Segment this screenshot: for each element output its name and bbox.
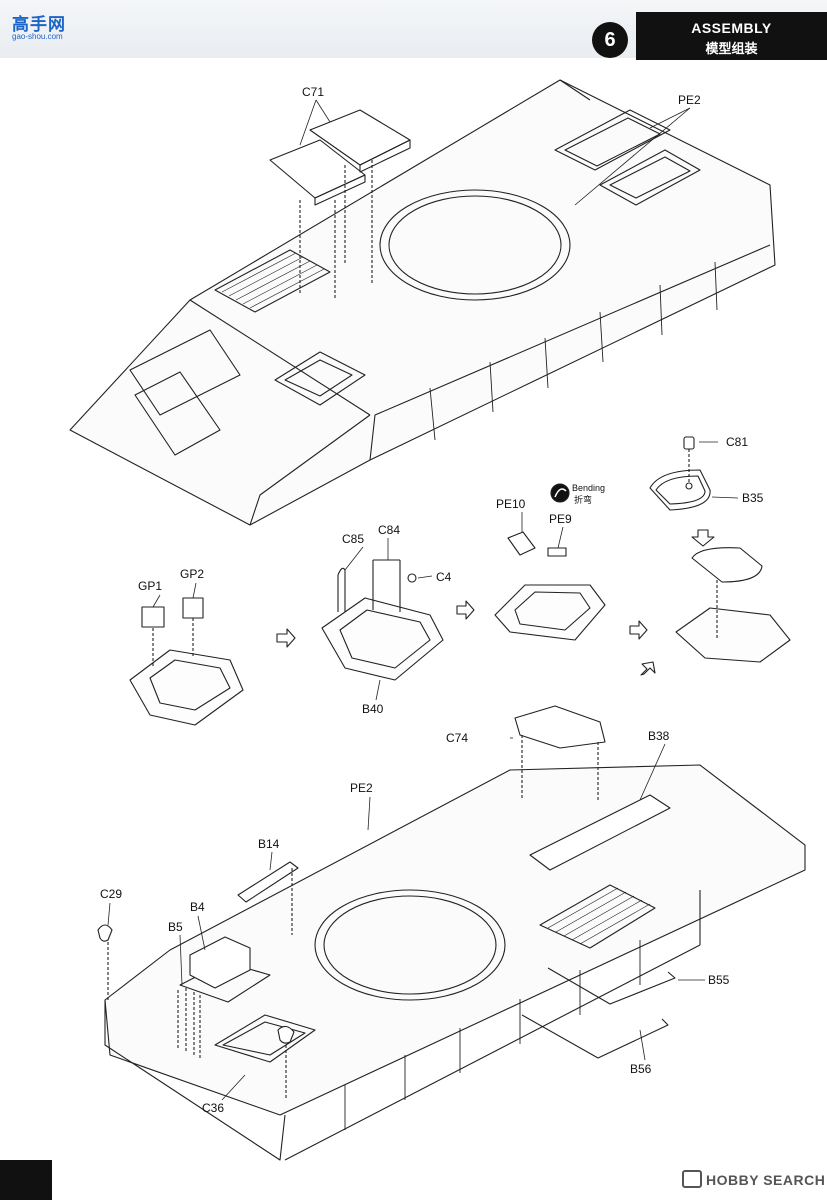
hobby-search-logo-icon bbox=[682, 1170, 702, 1188]
label-pe2-bottom: PE2 bbox=[350, 781, 373, 795]
step-title-zh: 模型组装 bbox=[705, 42, 758, 57]
logo-title: 高手网 bbox=[12, 15, 66, 35]
bending-icon bbox=[550, 483, 570, 503]
b40-subassembly bbox=[321, 538, 444, 701]
label-pe2-top: PE2 bbox=[678, 93, 701, 107]
b35-subassembly bbox=[649, 436, 791, 663]
arrow-right-icon bbox=[276, 628, 296, 648]
label-pe9: PE9 bbox=[549, 512, 572, 526]
label-c84: C84 bbox=[378, 523, 400, 537]
label-b14: B14 bbox=[258, 837, 280, 851]
label-b4: B4 bbox=[190, 900, 205, 914]
label-b55: B55 bbox=[708, 973, 730, 987]
label-c29: C29 bbox=[100, 887, 122, 901]
label-c74: C74 bbox=[446, 731, 468, 745]
top-hull-drawing bbox=[69, 79, 776, 526]
label-gp1: GP1 bbox=[138, 579, 162, 593]
label-b40: B40 bbox=[362, 702, 384, 716]
step-number-badge: 6 bbox=[592, 22, 628, 58]
logo-subtitle: gao-shou.com bbox=[12, 32, 63, 41]
label-c71: C71 bbox=[302, 85, 324, 99]
arrow-down-left-icon bbox=[640, 661, 656, 676]
bottom-hull-drawing bbox=[97, 705, 806, 1161]
label-c36: C36 bbox=[202, 1101, 224, 1115]
arrow-down-icon bbox=[691, 529, 715, 547]
gp-subassembly bbox=[129, 582, 244, 726]
label-b5: B5 bbox=[168, 920, 183, 934]
page-corner-block bbox=[0, 1160, 52, 1200]
label-c4: C4 bbox=[436, 570, 452, 584]
label-b56: B56 bbox=[630, 1062, 652, 1076]
label-gp2: GP2 bbox=[180, 567, 204, 581]
watermark: HOBBY SEARCH bbox=[682, 1170, 825, 1188]
label-b35: B35 bbox=[742, 491, 764, 505]
label-c85: C85 bbox=[342, 532, 364, 546]
pe-subassembly bbox=[494, 512, 606, 641]
arrow-right-icon bbox=[456, 600, 475, 620]
label-pe10: PE10 bbox=[496, 497, 526, 511]
bending-label-en: Bending bbox=[572, 483, 605, 493]
label-c81: C81 bbox=[726, 435, 748, 449]
label-b38: B38 bbox=[648, 729, 670, 743]
site-logo: 高手网 gao-shou.com bbox=[6, 6, 70, 41]
arrow-right-icon bbox=[629, 620, 648, 640]
step-title-box: ASSEMBLY 模型组装 bbox=[636, 12, 827, 60]
bending-label-zh: 折弯 bbox=[574, 494, 592, 506]
watermark-text: HOBBY SEARCH bbox=[706, 1172, 826, 1188]
step-title-en: ASSEMBLY bbox=[691, 20, 772, 36]
